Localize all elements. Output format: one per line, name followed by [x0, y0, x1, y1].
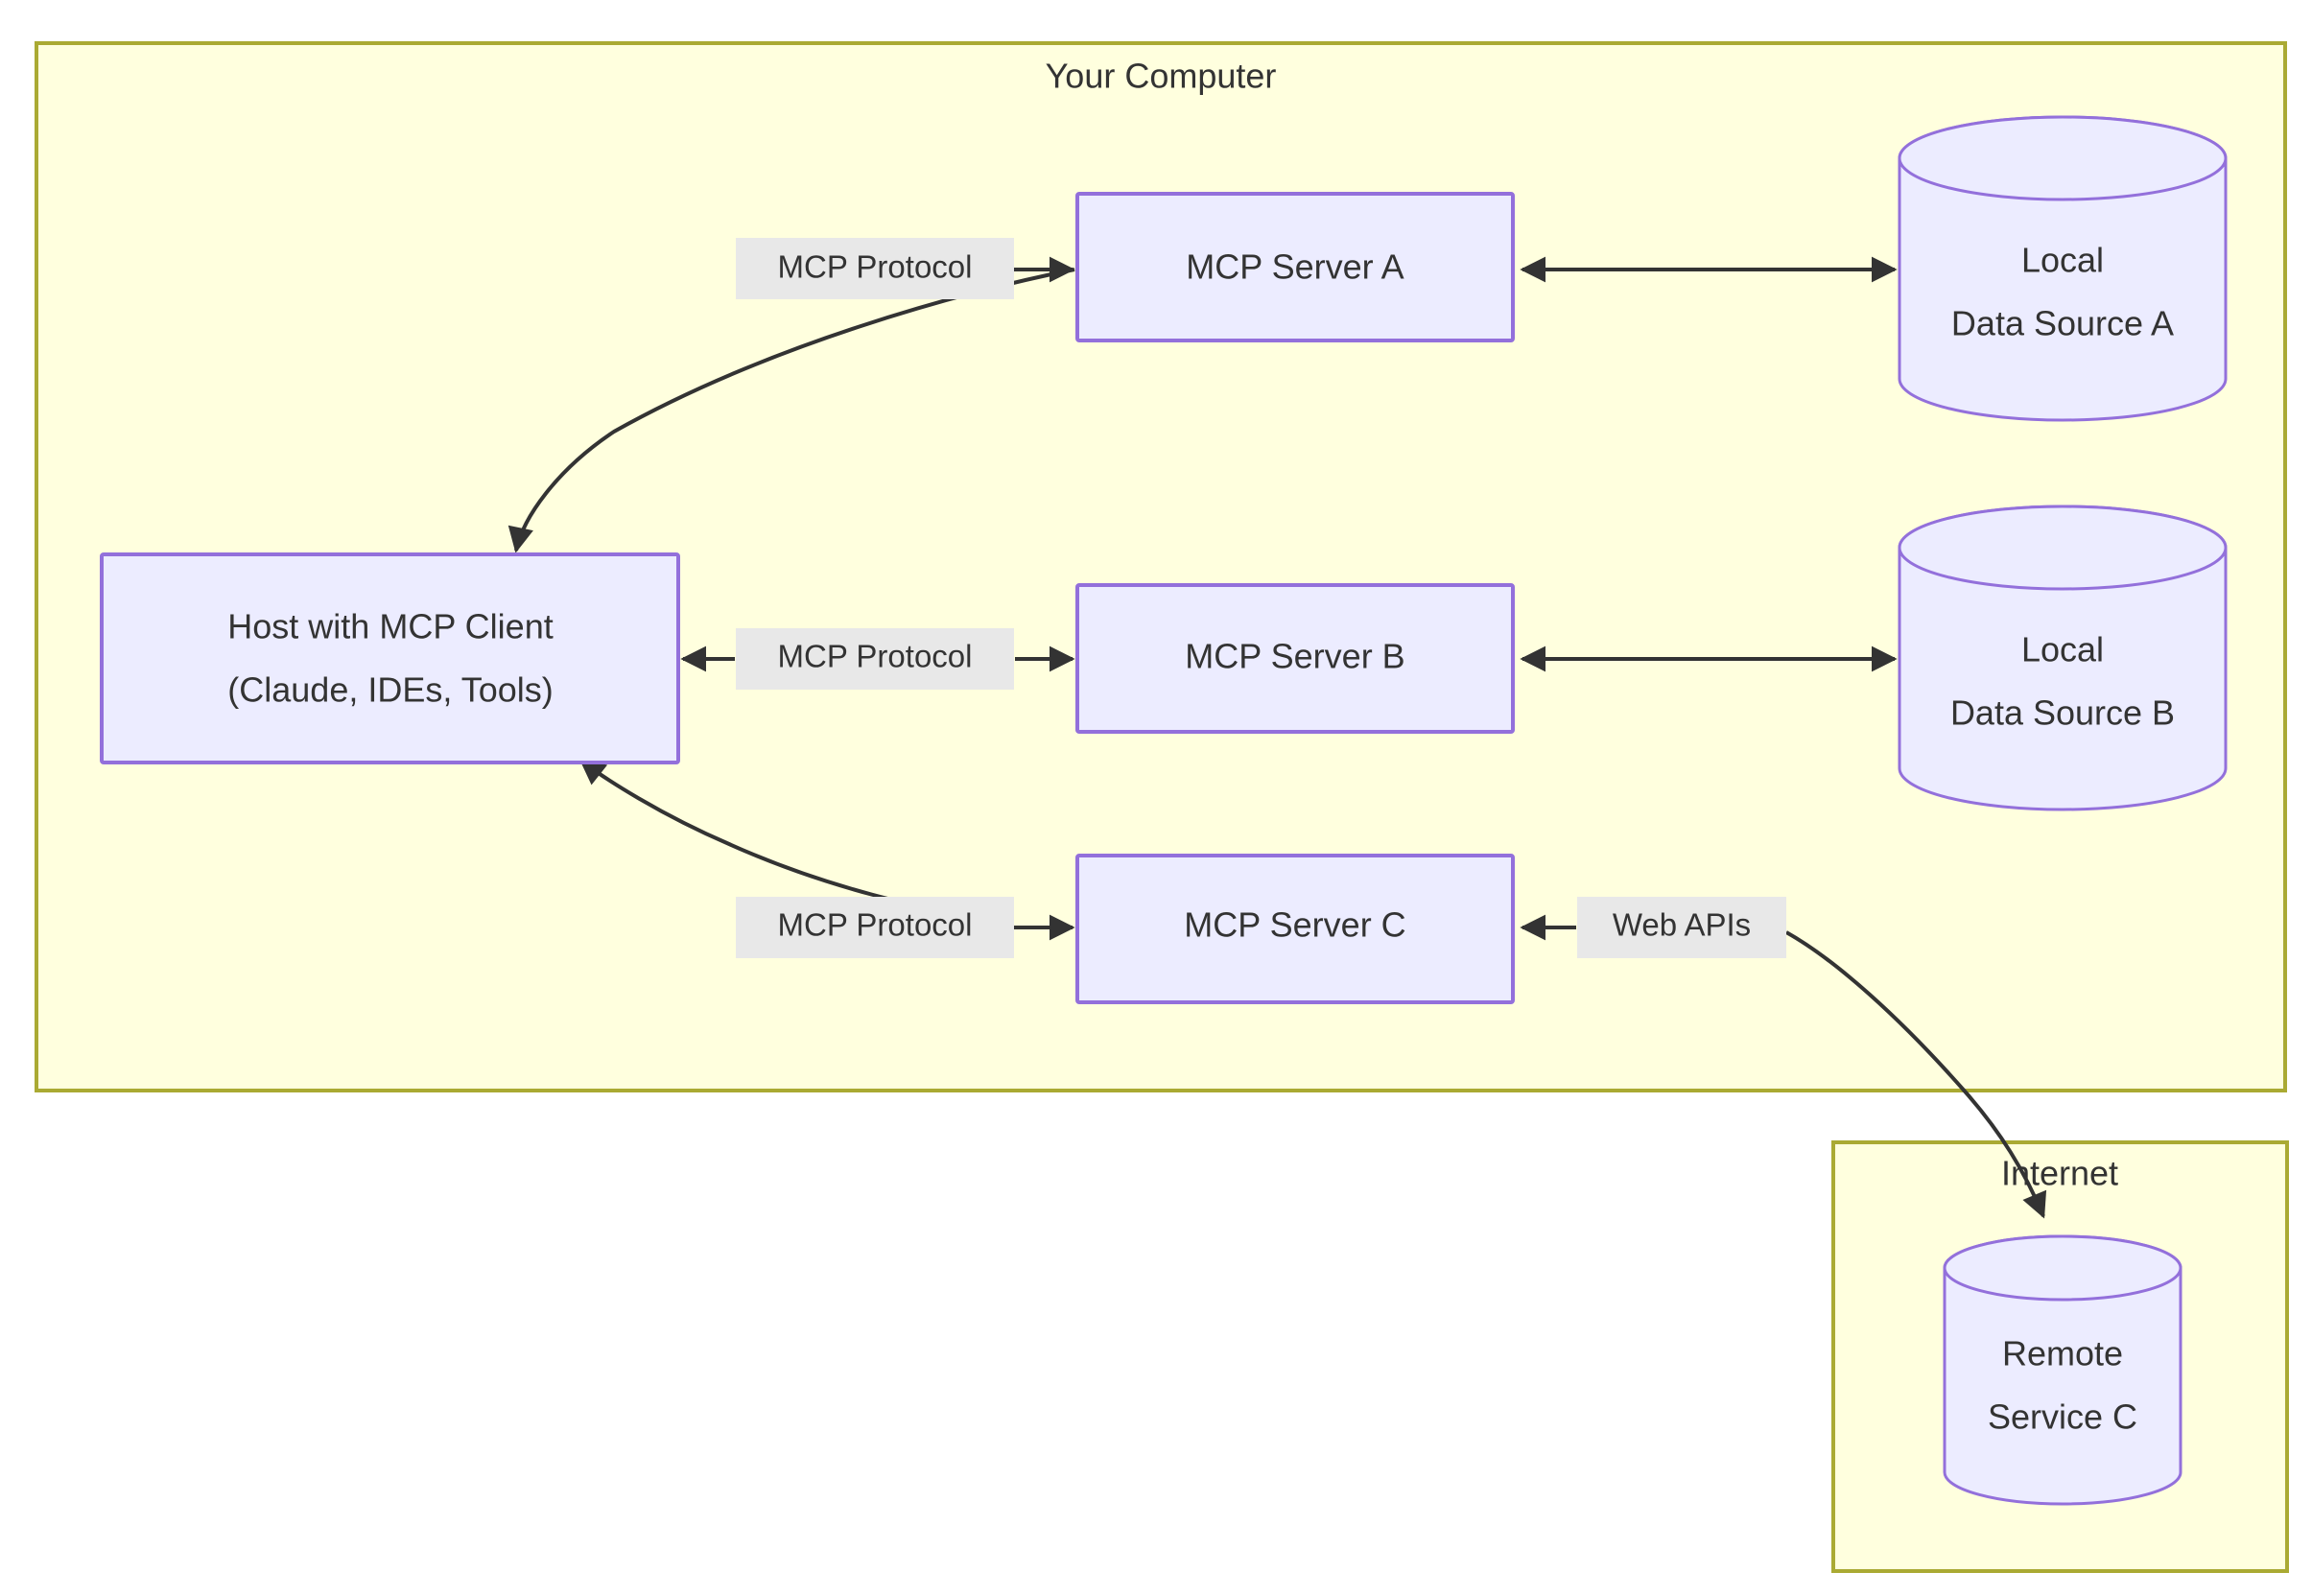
- node-data-a-label-line-2: Data Source A: [1951, 304, 2174, 343]
- node-data-b-label-line-1: Local: [2021, 630, 2104, 669]
- subgraph-your-computer-label: Your Computer: [1046, 57, 1277, 96]
- edge-server-c-remote-label: Web APIs: [1613, 907, 1751, 943]
- edge-server-c-remote-label-bg: [1577, 897, 1786, 958]
- node-server-a-label: MCP Server A: [1186, 247, 1404, 287]
- edge-server-c-remote-c: Web APIs: [1520, 897, 2047, 1219]
- node-remote-c-cylinder-top: [1943, 1234, 2182, 1302]
- node-host-box[interactable]: [100, 552, 680, 764]
- node-data-b-label-line-2: Data Source B: [1950, 693, 2175, 733]
- node-remote-c-label-line-1: Remote: [2002, 1334, 2123, 1373]
- node-server-b[interactable]: MCP Server B: [1075, 583, 1515, 734]
- node-server-a[interactable]: MCP Server A: [1075, 192, 1515, 342]
- node-server-c-box[interactable]: [1075, 854, 1515, 1004]
- edge-host-server-a: MCP Protocol: [507, 238, 1075, 553]
- edge-host-server-b-label: MCP Protocol: [778, 639, 973, 674]
- node-server-b-box[interactable]: [1075, 583, 1515, 734]
- edge-host-server-c: MCP Protocol: [578, 759, 1075, 958]
- edge-host-server-c-label: MCP Protocol: [778, 907, 973, 943]
- subgraph-internet-label: Internet: [2001, 1154, 2118, 1193]
- node-data-a[interactable]: Local Data Source A: [1898, 115, 2228, 422]
- edge-server-c-remote-curve: [1785, 930, 2047, 1219]
- node-remote-c-label-line-2: Service C: [1988, 1397, 2137, 1437]
- edge-host-server-a-label: MCP Protocol: [778, 249, 973, 285]
- node-remote-c[interactable]: Remote Service C: [1943, 1234, 2182, 1506]
- edge-host-server-a-label-bg: [736, 238, 1014, 299]
- node-host-label-line-2: (Claude, IDEs, Tools): [227, 670, 553, 710]
- node-data-a-cylinder-top: [1898, 115, 2228, 201]
- node-data-a-label-line-1: Local: [2021, 241, 2104, 280]
- node-server-c-label: MCP Server C: [1184, 905, 1405, 945]
- node-server-a-box[interactable]: [1075, 192, 1515, 342]
- node-host-label-line-1: Host with MCP Client: [227, 607, 553, 646]
- node-data-b-cylinder-top: [1898, 505, 2228, 591]
- node-server-c[interactable]: MCP Server C: [1075, 854, 1515, 1004]
- node-data-b[interactable]: Local Data Source B: [1898, 505, 2228, 811]
- node-host[interactable]: Host with MCP Client (Claude, IDEs, Tool…: [100, 552, 680, 764]
- node-server-b-label: MCP Server B: [1185, 637, 1404, 676]
- edge-host-server-c-label-bg: [736, 897, 1014, 958]
- edge-host-server-b-label-bg: [736, 628, 1014, 690]
- edge-host-server-b: MCP Protocol: [680, 628, 1075, 690]
